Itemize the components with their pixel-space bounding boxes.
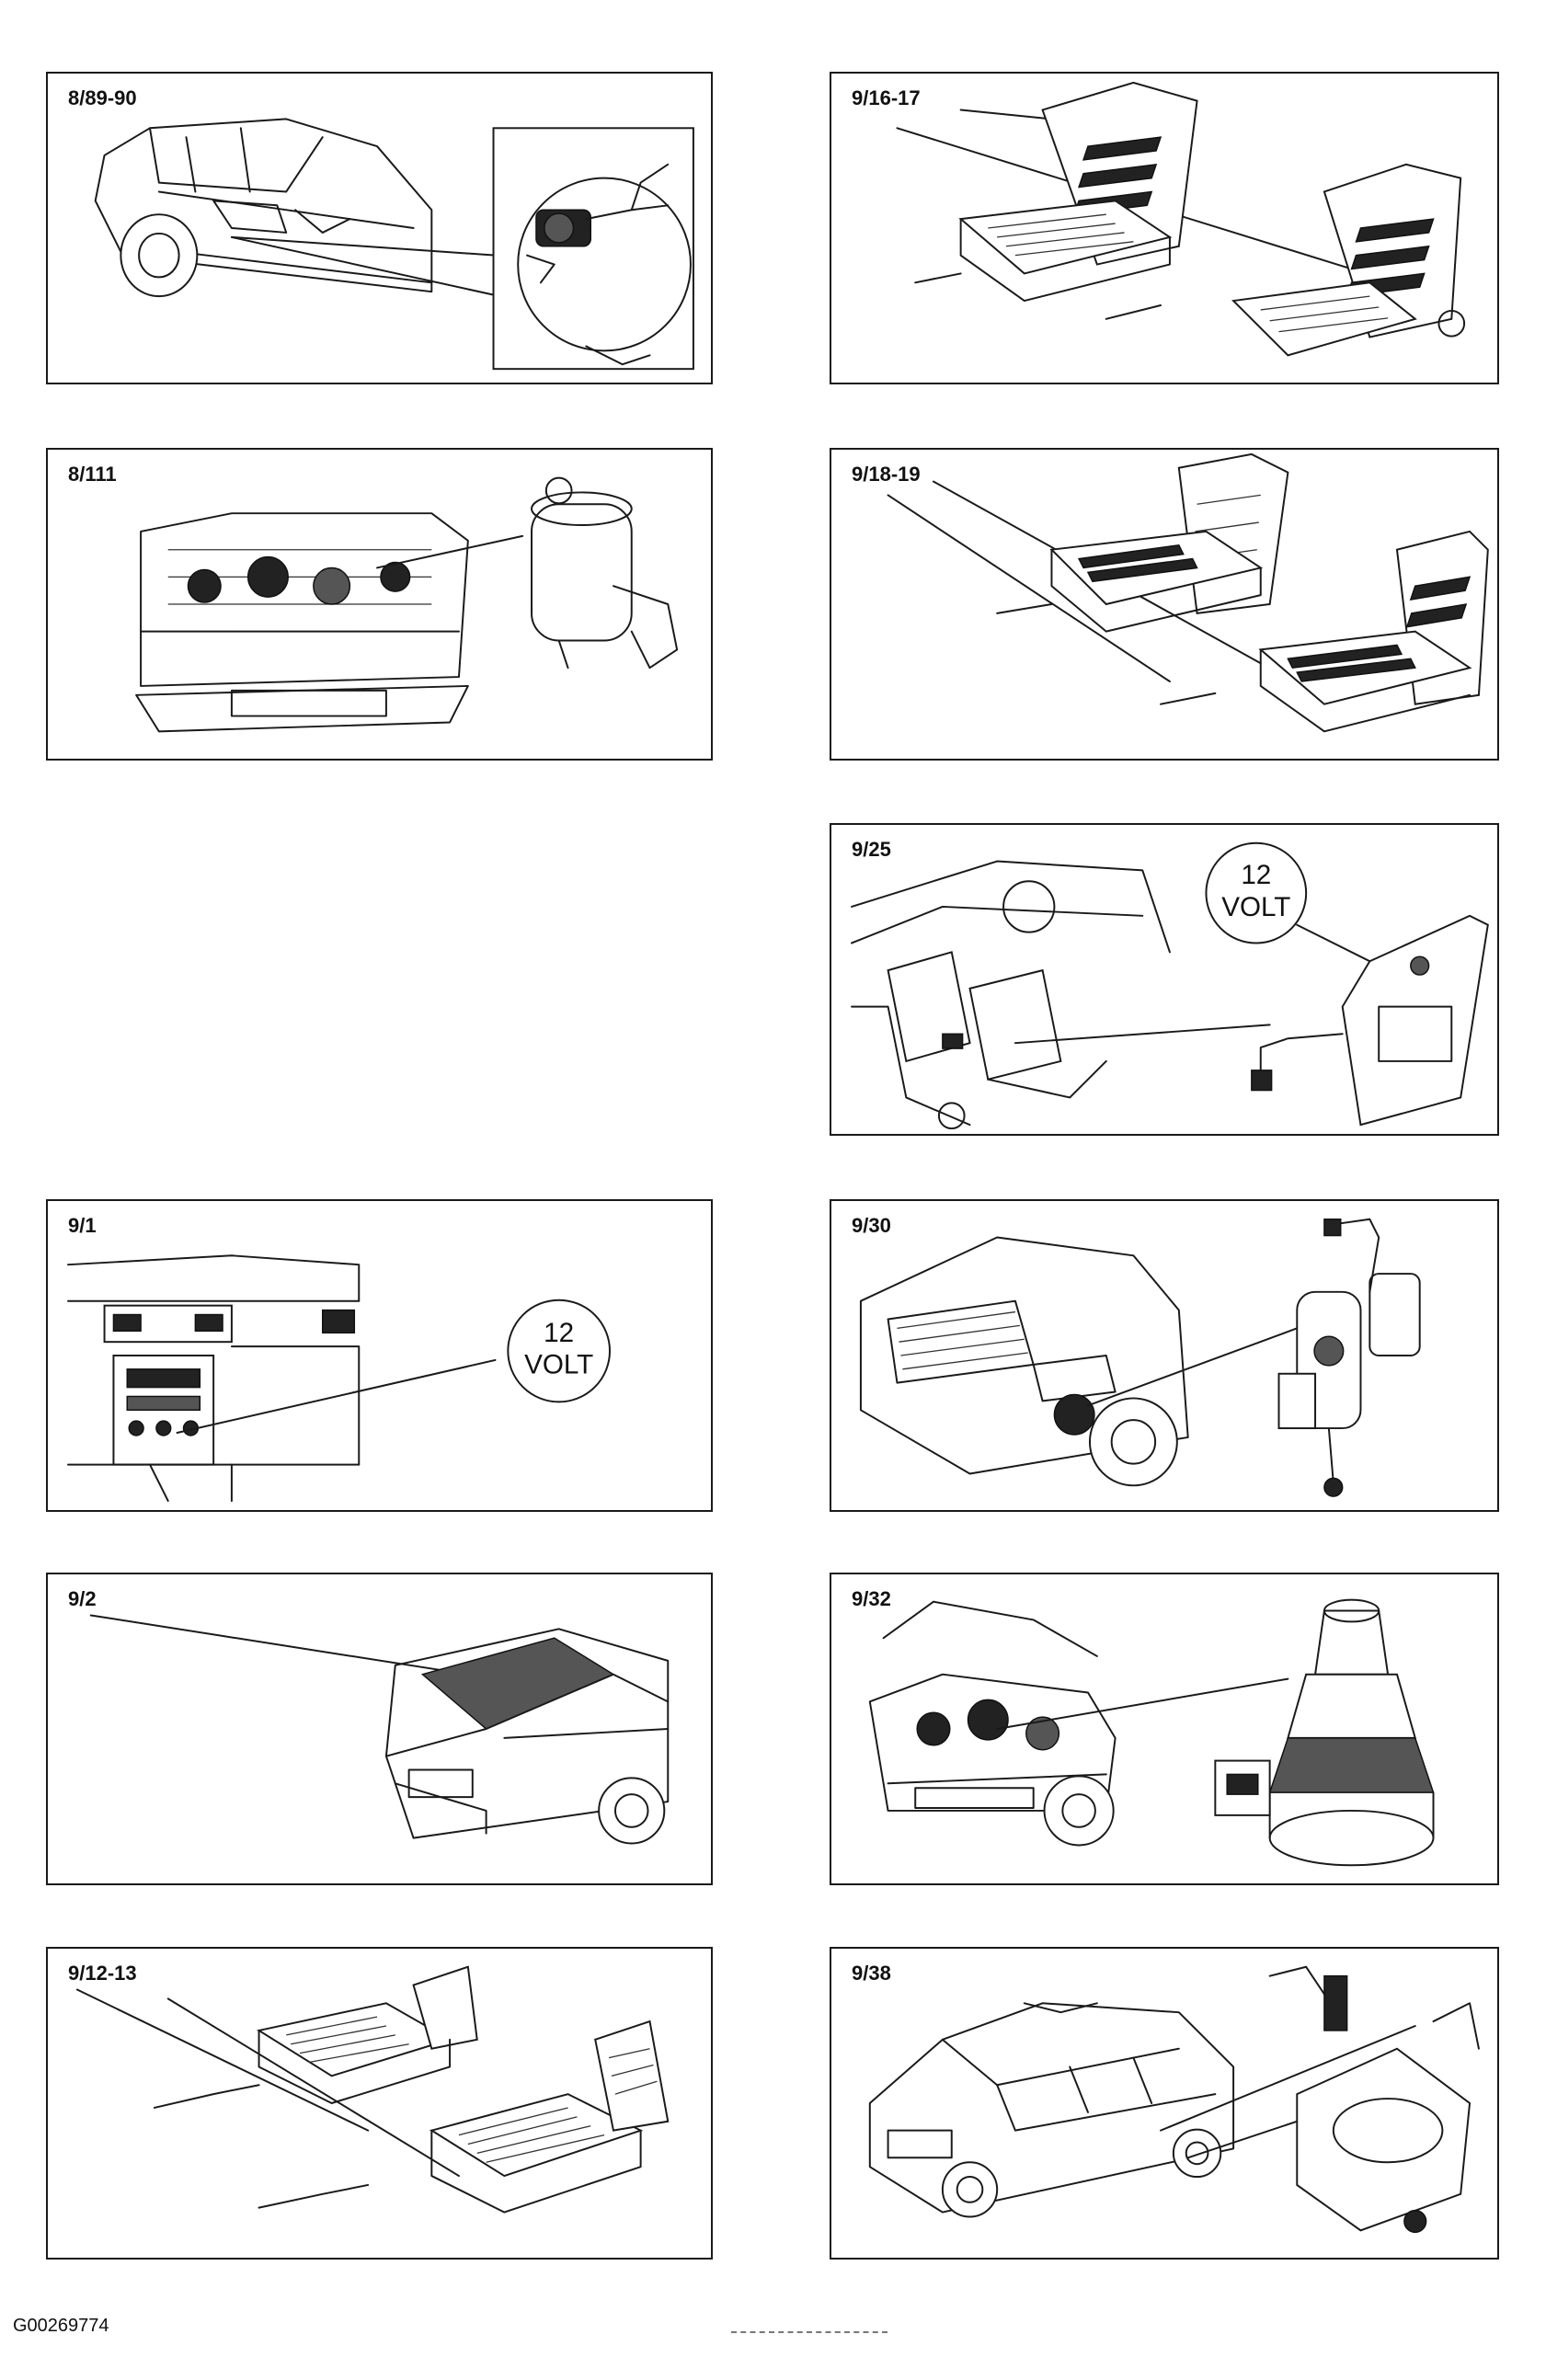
panel-label: 9/32 [852,1587,891,1610]
sedan-rear-component-illustration [868,1965,1480,2234]
panel-9-30: 9/30 [830,1199,1499,1512]
footer-rule [731,2331,888,2333]
headlamp-washer-pump-illustration [859,1218,1421,1497]
panel-9-1: 9/1 12 VOLT [46,1199,713,1512]
panel-9-16-17: 9/16-17 [830,72,1499,384]
panel-9-12-13: 9/12-13 [46,1947,713,2260]
panel-label: 9/16-17 [852,86,921,109]
document-id: G00269774 [13,2316,109,2336]
panel-label: 9/12-13 [68,1962,137,1985]
rear-window-defroster-illustration [89,1614,670,1845]
panel-9-2: 9/2 [46,1573,713,1885]
panel-9-25: 9/25 12 VOLT [830,823,1499,1136]
engine-bay-illustration [135,476,679,733]
panel-label: 9/2 [68,1587,97,1610]
car-side-interior-illustration [94,118,694,371]
front-seats-heater-illustration [75,1965,670,2214]
panel-8-111: 8/111 [46,448,713,761]
callout-line-2: VOLT [1221,892,1290,922]
seat-backrest-heater-illustration [896,81,1466,357]
engine-bay-component-illustration [868,1598,1435,1867]
panel-9-38: 9/38 [830,1947,1499,2260]
panel-label: 9/25 [852,838,891,861]
panel-label: 9/38 [852,1962,891,1985]
panel-label: 9/1 [68,1214,97,1237]
callout-line-1: 12 [544,1318,574,1348]
rear-console-power-outlet-illustration: 12 VOLT [851,841,1489,1130]
panel-label: 8/111 [68,463,117,486]
panel-label: 9/30 [852,1214,891,1237]
panel-8-89-90: 8/89-90 [46,72,713,384]
panel-9-18-19: 9/18-19 [830,448,1499,761]
seat-cushion-heater-illustration [887,452,1489,733]
panel-label: 9/18-19 [852,463,921,486]
callout-line-2: VOLT [524,1350,593,1380]
dashboard-power-outlet-illustration: 12 VOLT [67,1254,612,1503]
callout-line-1: 12 [1241,860,1271,890]
panel-label: 8/89-90 [68,86,137,109]
panel-9-32: 9/32 [830,1573,1499,1885]
